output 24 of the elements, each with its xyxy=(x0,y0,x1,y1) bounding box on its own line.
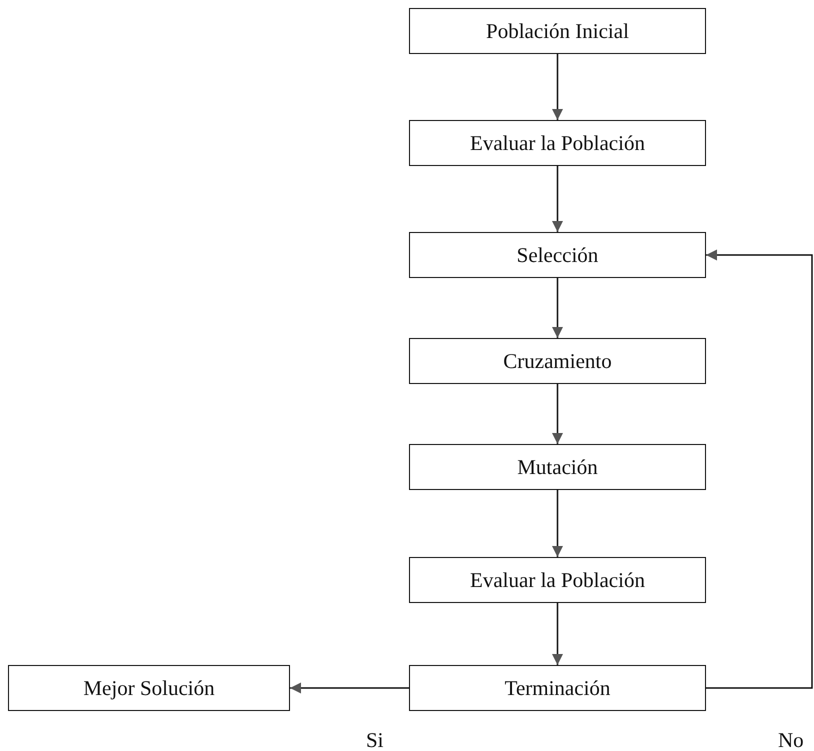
arrow xyxy=(290,682,409,694)
arrow xyxy=(552,603,563,665)
box-label: Terminación xyxy=(504,676,610,700)
process-box xyxy=(409,338,706,384)
box-label: Mutación xyxy=(517,454,598,480)
box-label: Evaluar la Población xyxy=(470,130,645,156)
arrow xyxy=(552,490,563,557)
box-label: Evaluar la Población xyxy=(470,568,645,592)
box-label: Cruzamiento xyxy=(503,348,612,374)
process-box xyxy=(409,232,706,278)
process-box xyxy=(409,665,706,711)
box-label: Selección xyxy=(516,242,598,268)
box-label: Población Inicial xyxy=(486,18,629,44)
process-box xyxy=(409,444,706,490)
arrow xyxy=(552,54,563,120)
arrow xyxy=(552,166,563,232)
process-box xyxy=(8,665,290,711)
box-label: Mejor Solución xyxy=(83,676,215,700)
process-box xyxy=(409,8,706,54)
process-box xyxy=(409,557,706,603)
arrow xyxy=(552,278,563,338)
arrow xyxy=(706,250,813,689)
arrow xyxy=(552,384,563,444)
process-box xyxy=(409,120,706,166)
